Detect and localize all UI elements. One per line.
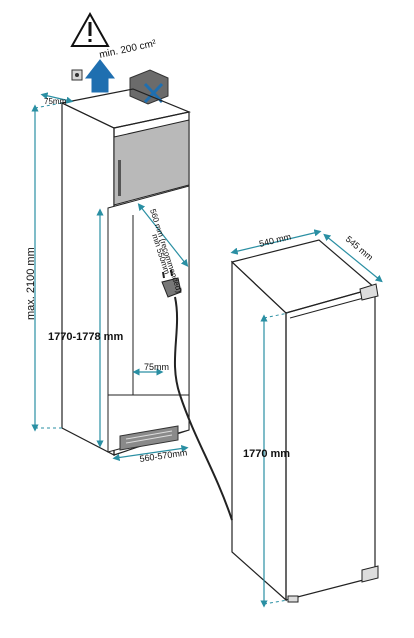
cabinet-top-depth-label: 75mm [44,97,67,106]
power-cord [173,296,233,521]
appliance-depth-label: 545 mm [344,234,375,263]
refrigerator-appliance [230,239,379,603]
power-plug-icon [161,269,182,298]
socket-icon [71,69,83,81]
ventilation-label: min. 200 cm² [98,38,157,61]
appliance-dimensions [230,229,383,608]
exclamation-triangle-icon [70,11,110,47]
appliance-height-label: 1770 mm [243,448,290,460]
niche-width-label: 560-570mm [139,447,188,464]
cabinet-dimensions [31,92,189,462]
cabinet-max-height-label: max. 2100 mm [25,247,37,320]
door-handle [118,160,121,196]
niche-height-label: 1770-1778 mm [48,331,123,343]
air-flow-arrow-icon [84,59,116,93]
blocked-vent-icon [129,69,169,105]
appliance-width-label: 540 mm [258,231,292,249]
upper-cabinet-door [113,119,190,206]
rear-gap-label: 75mm [144,362,169,372]
